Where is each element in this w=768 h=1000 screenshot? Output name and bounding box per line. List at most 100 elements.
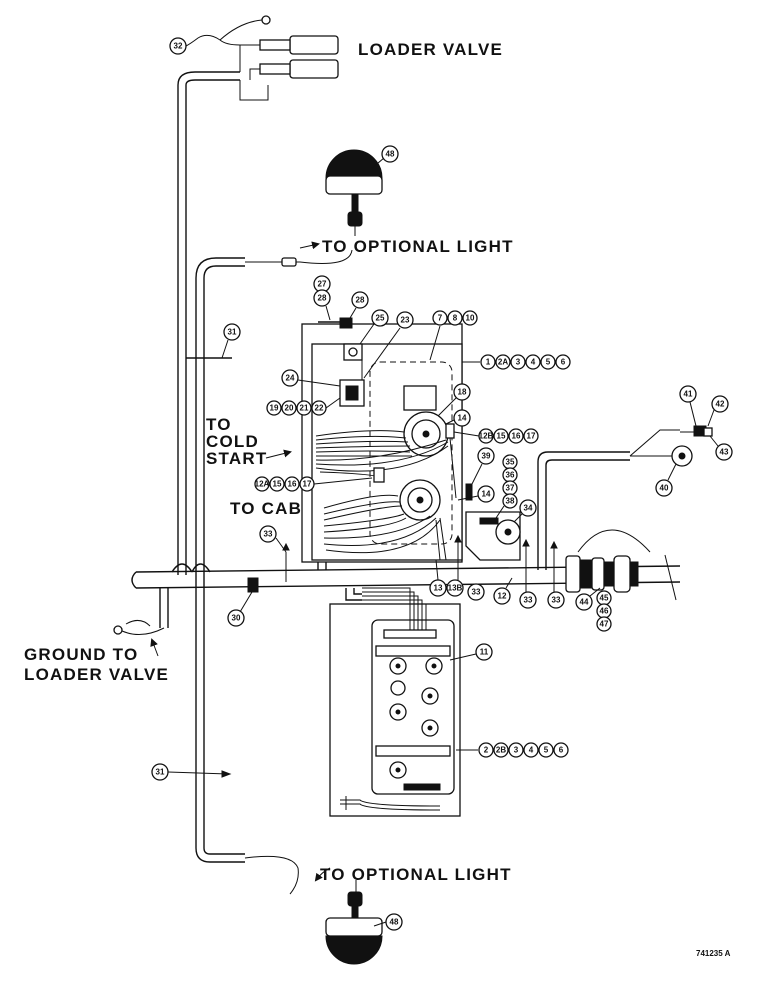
svg-text:6: 6 <box>561 358 566 367</box>
svg-text:16: 16 <box>512 432 521 441</box>
svg-text:25: 25 <box>376 314 385 323</box>
svg-text:2: 2 <box>484 746 489 755</box>
callout-12a-15-16-17: 12A 15 16 17 <box>254 476 373 492</box>
svg-text:42: 42 <box>716 400 725 409</box>
svg-text:33: 33 <box>524 596 533 605</box>
loader-valve-connectors <box>185 15 339 101</box>
callout-31-top-text: 31 <box>228 328 237 337</box>
svg-text:4: 4 <box>529 746 534 755</box>
svg-text:2A: 2A <box>498 358 508 367</box>
callout-12b-15-16-17: 12B 15 16 17 <box>453 428 539 444</box>
callout-28: 28 <box>349 291 369 319</box>
svg-text:15: 15 <box>273 480 282 489</box>
optional-light-lead-top <box>245 249 353 264</box>
label-cold-start-1: TO <box>206 415 232 434</box>
svg-text:16: 16 <box>288 480 297 489</box>
label-optional-light-top: TO OPTIONAL LIGHT <box>322 237 514 256</box>
svg-text:14: 14 <box>458 414 467 423</box>
svg-text:28: 28 <box>356 296 365 305</box>
callout-32: 32 <box>169 37 187 55</box>
callout-34: 34 <box>513 499 537 523</box>
callout-2-2b-3-4-5-6: 2 2B 3 4 5 6 <box>456 742 569 758</box>
svg-text:18: 18 <box>458 388 467 397</box>
svg-text:17: 17 <box>303 480 312 489</box>
main-harness <box>131 71 681 863</box>
callout-48-top: 48 <box>371 145 399 169</box>
callout-23: 23 <box>363 311 414 379</box>
upper-instrument-panel <box>301 323 521 563</box>
svg-text:11: 11 <box>480 648 489 657</box>
callout-14-b: 14 <box>457 485 495 503</box>
label-ground-1: GROUND TO <box>24 645 138 664</box>
svg-text:44: 44 <box>580 598 589 607</box>
svg-text:45: 45 <box>600 594 609 603</box>
svg-text:36: 36 <box>506 471 515 480</box>
callout-31-bottom-text: 31 <box>156 768 165 777</box>
callout-33-c: 33 <box>519 538 537 609</box>
svg-text:15: 15 <box>497 432 506 441</box>
bottom-work-light <box>325 880 383 965</box>
svg-text:24: 24 <box>286 374 295 383</box>
callout-11: 11 <box>449 643 493 661</box>
top-work-light <box>325 149 383 236</box>
callout-44: 44 <box>575 587 601 611</box>
optional-light-lead-bottom <box>244 855 299 895</box>
svg-text:3: 3 <box>516 358 521 367</box>
svg-text:22: 22 <box>315 404 324 413</box>
svg-text:8: 8 <box>453 314 458 323</box>
svg-text:47: 47 <box>600 620 609 629</box>
svg-text:40: 40 <box>660 484 669 493</box>
callout-1-2a-3-4-5-6: 1 2A 3 4 5 6 <box>462 354 571 370</box>
svg-text:4: 4 <box>531 358 536 367</box>
svg-text:23: 23 <box>401 316 410 325</box>
svg-text:19: 19 <box>270 404 279 413</box>
callout-7-8-10: 7 8 10 <box>429 310 478 361</box>
callout-48-bottom-text: 48 <box>390 918 399 927</box>
callout-45-46-47: 45 46 47 <box>596 590 612 632</box>
callout-35-36-37-38: 35 36 37 38 <box>495 454 518 519</box>
svg-text:21: 21 <box>300 404 309 413</box>
svg-text:38: 38 <box>506 497 515 506</box>
svg-text:33: 33 <box>264 530 273 539</box>
svg-text:39: 39 <box>482 452 491 461</box>
svg-text:28: 28 <box>318 294 327 303</box>
callout-33-a: 33 <box>259 525 290 582</box>
svg-text:34: 34 <box>524 504 533 513</box>
svg-text:30: 30 <box>232 614 241 623</box>
callout-12: 12 <box>493 577 513 605</box>
label-ground-2: LOADER VALVE <box>24 665 169 684</box>
callout-33-d: 33 <box>547 540 565 609</box>
svg-text:5: 5 <box>546 358 551 367</box>
callout-48-bottom: 48 <box>373 913 403 931</box>
callout-30: 30 <box>227 577 259 627</box>
svg-text:20: 20 <box>285 404 294 413</box>
label-to-cab: TO CAB <box>230 499 302 518</box>
label-optional-light-bottom: TO OPTIONAL LIGHT <box>320 865 512 884</box>
callout-32-text: 32 <box>174 42 183 51</box>
label-cold-start-2: COLD <box>206 432 259 451</box>
svg-text:7: 7 <box>438 314 443 323</box>
svg-text:5: 5 <box>544 746 549 755</box>
svg-text:2B: 2B <box>496 746 506 755</box>
callout-39: 39 <box>471 447 495 485</box>
svg-text:27: 27 <box>318 280 327 289</box>
label-loader-valve: LOADER VALVE <box>358 40 503 59</box>
svg-text:17: 17 <box>527 432 536 441</box>
svg-text:12A: 12A <box>255 480 270 489</box>
label-cold-start-3: START <box>206 449 267 468</box>
svg-text:43: 43 <box>720 448 729 457</box>
callout-19-20-21-22: 19 20 21 22 <box>266 397 341 416</box>
callout-42: 42 <box>707 395 729 427</box>
callout-40: 40 <box>655 463 677 497</box>
callout-13-13b: 13 13B <box>429 559 464 597</box>
callout-25: 25 <box>359 309 389 345</box>
ground-lead <box>113 620 165 657</box>
svg-text:1: 1 <box>486 358 491 367</box>
trunk-connector <box>565 529 677 601</box>
lower-instrument-panel <box>329 587 461 817</box>
svg-text:35: 35 <box>506 458 515 467</box>
callout-43: 43 <box>709 435 733 461</box>
svg-text:13: 13 <box>434 584 443 593</box>
svg-text:37: 37 <box>506 484 515 493</box>
